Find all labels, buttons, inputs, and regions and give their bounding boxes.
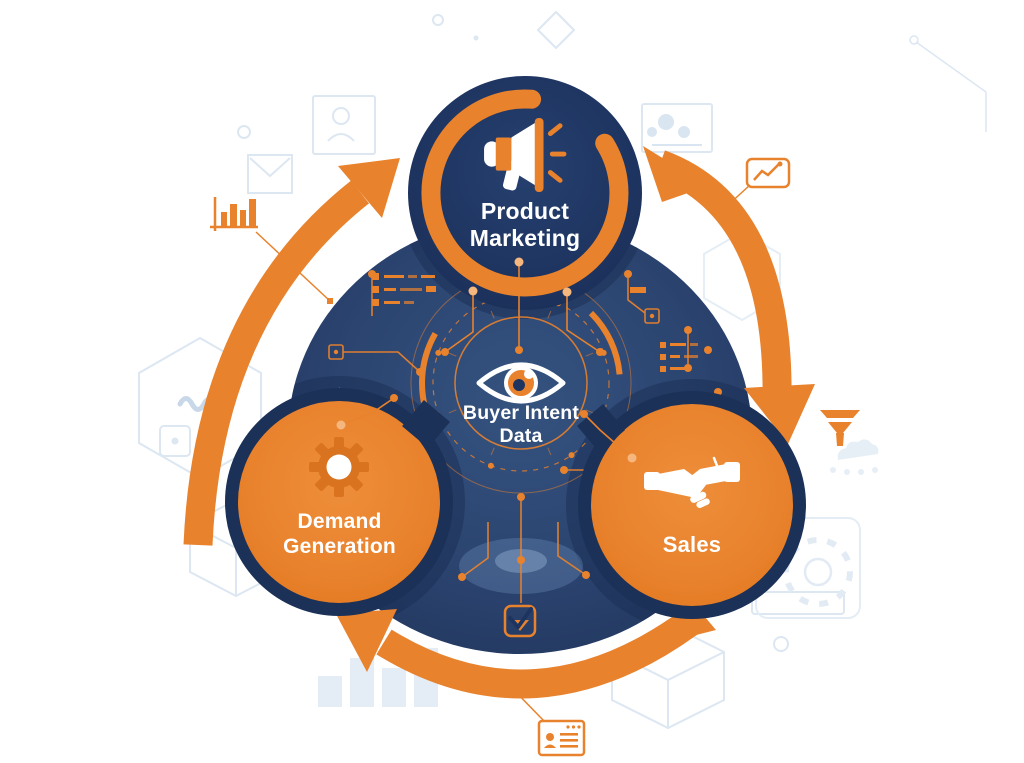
hexagon-icon (703, 230, 781, 322)
dot (473, 35, 479, 41)
diamond-icon (536, 10, 576, 50)
funnel-icon (820, 410, 860, 446)
data-panel (372, 273, 646, 306)
cycle-arrow-right (643, 146, 815, 444)
node-label-sales: Sales (662, 532, 722, 557)
checkbox-icon (503, 604, 537, 638)
data-panel (660, 342, 698, 372)
rectangle-outline (751, 591, 845, 615)
circle-icon (432, 14, 444, 26)
gear-outline-icon (783, 537, 853, 607)
bar-chart-icon (210, 197, 333, 304)
square-dot-icon (159, 425, 191, 457)
circle-icon (773, 636, 789, 652)
trend-chart-icon (715, 157, 791, 217)
gear-icon (309, 437, 369, 497)
user-card-icon (312, 95, 376, 155)
node-product-marketing (408, 76, 642, 310)
cycle-arrow-left (183, 158, 400, 546)
envelope-icon (247, 154, 293, 194)
corner-lines (909, 35, 987, 132)
node-label-demand-generation: Demand Generation (283, 510, 396, 559)
megaphone-icon (484, 117, 567, 193)
team-card-icon (641, 103, 713, 153)
handshake-icon (644, 456, 740, 509)
cloud-icon (830, 439, 879, 475)
circle-icon (237, 125, 251, 139)
hub-label: Buyer Intent Data (462, 402, 580, 447)
node-label-product-marketing: Product Marketing (469, 198, 581, 251)
contact-card-icon (507, 683, 586, 757)
cycle-arrow-bottom (336, 604, 716, 699)
progress-ring (421, 89, 629, 297)
